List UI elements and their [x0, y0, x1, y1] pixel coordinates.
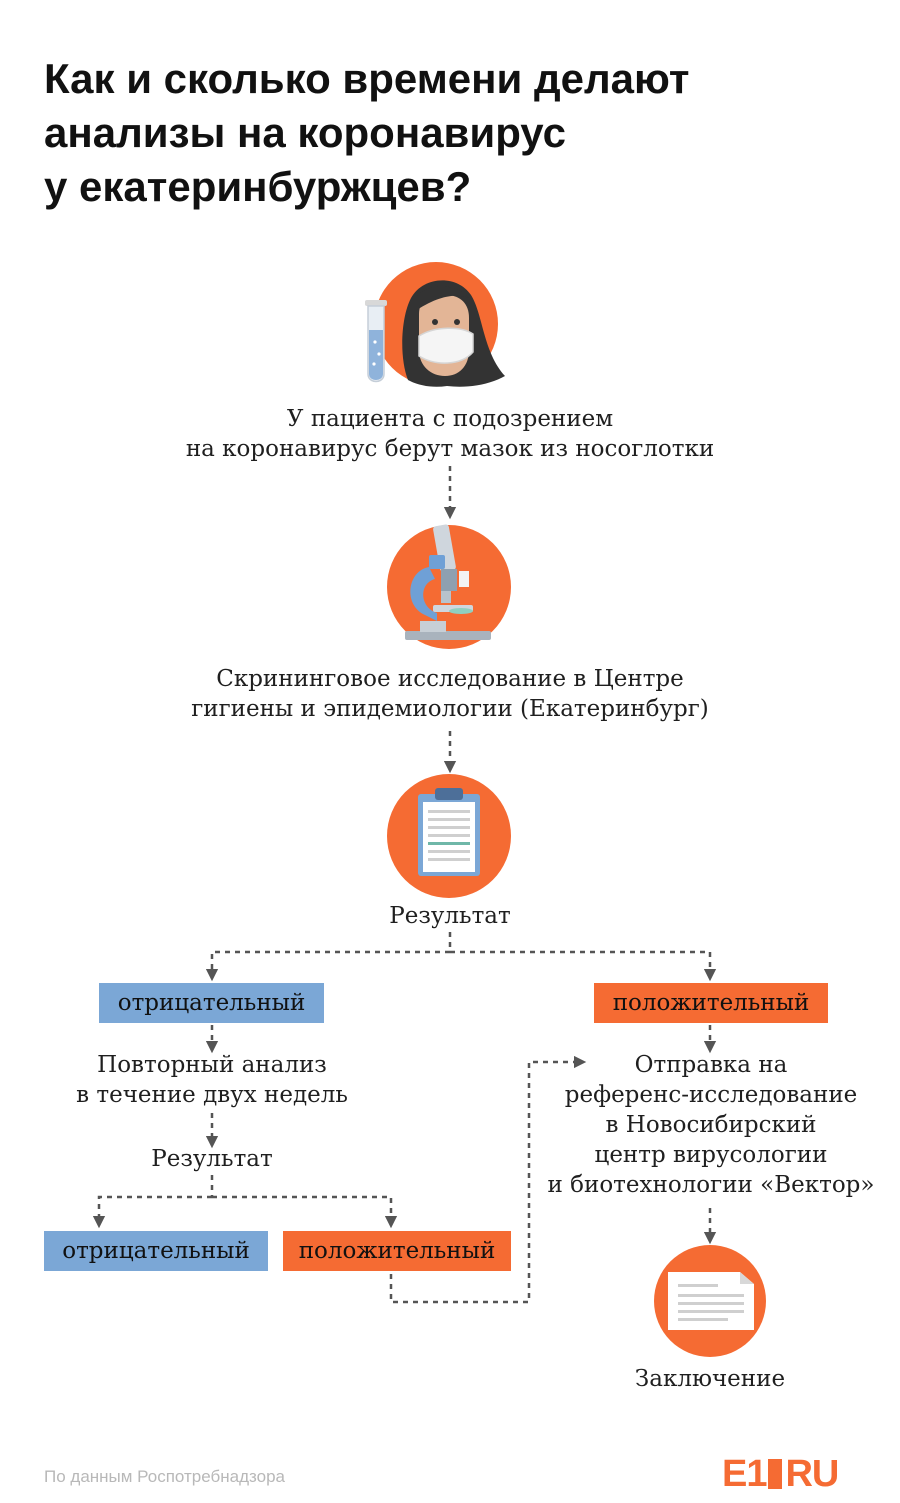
e1-logo: E1 RU: [722, 1452, 839, 1496]
retest-text: Повторный анализ в течение двух недель: [76, 1052, 348, 1108]
second-negative-badge: отрицательный: [44, 1231, 268, 1271]
source-note: По данным Роспотребнадзора: [44, 1467, 285, 1486]
connector-to-negative: [205, 950, 450, 982]
second-positive-badge: положительный: [283, 1231, 511, 1271]
negative-result-badge: отрицательный: [99, 983, 324, 1023]
logo-ru: RU: [785, 1453, 839, 1495]
microscope-icon: [387, 524, 511, 649]
positive-result-badge: положительный: [594, 983, 828, 1023]
document-icon: [654, 1245, 766, 1357]
referral-text: Отправка на референс-исследование в Ново…: [547, 1052, 875, 1198]
second-result-label: Результат: [151, 1146, 273, 1172]
connector-positive2-to-referral: [389, 1055, 587, 1304]
connector-to-positive: [450, 950, 717, 982]
conclusion-label: Заключение: [634, 1366, 786, 1392]
screening-step-text: Скрининговое исследование в Центре гигие…: [191, 666, 709, 722]
clipboard-icon: [387, 774, 511, 898]
title-line: Как и сколько времени делают: [44, 55, 690, 102]
logo-e1: E1: [722, 1453, 767, 1495]
patient-test-tube-icon: [365, 262, 505, 387]
connector-to-negative2: [92, 1195, 212, 1229]
title-line: у екатеринбуржцев?: [44, 163, 472, 210]
connector-to-positive2: [212, 1195, 398, 1229]
logo-bar: [768, 1459, 783, 1489]
title-line: анализы на коронавирус: [44, 109, 566, 156]
swab-step-text: У пациента с подозрением на коронавирус …: [185, 406, 715, 462]
page-title: Как и сколько времени делают анализы на …: [44, 52, 864, 214]
result-label: Результат: [389, 903, 511, 929]
